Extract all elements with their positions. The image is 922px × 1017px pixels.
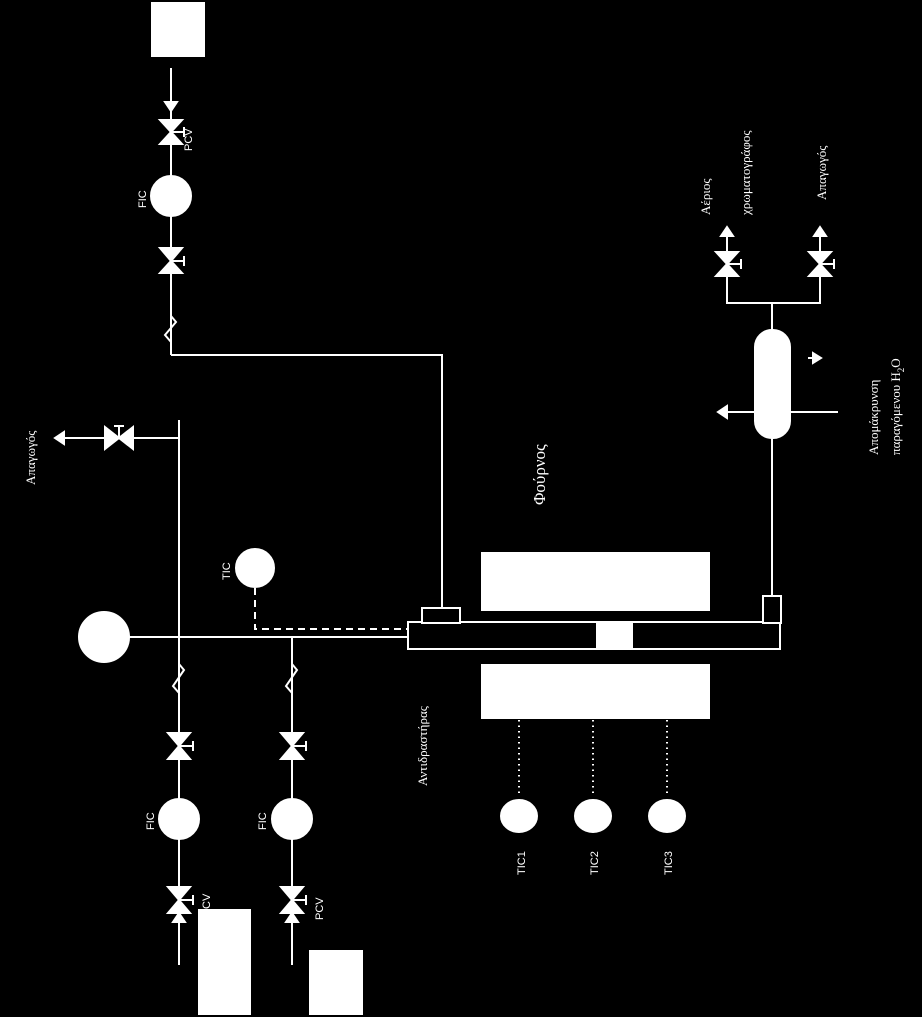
top-fic-indicator[interactable]	[150, 175, 192, 217]
tic2-indicator[interactable]	[574, 799, 612, 833]
fic-indicator-2[interactable]	[271, 798, 313, 840]
water-removal-label-2: παραγόμενου H2O	[888, 358, 906, 455]
top-fic-label: FIC	[137, 190, 149, 208]
reactor-outlet-nozzle	[762, 595, 782, 624]
gc-label-2: χρωματογράφος	[738, 130, 753, 216]
reactor-tube	[407, 621, 781, 650]
reactor-tic-indicator[interactable]	[235, 548, 275, 588]
check-valve-2-icon	[284, 663, 299, 694]
feed-cylinder-2	[309, 950, 363, 1015]
pcv-label-2: PCV	[314, 897, 326, 920]
reactor-inlet-nozzle	[421, 607, 461, 624]
top-pcv-valve-icon[interactable]	[157, 119, 185, 145]
feed-cylinder-1	[198, 909, 251, 1015]
top-shutoff-valve-icon[interactable]	[157, 247, 185, 274]
gc-label-1: Αέριος	[698, 178, 713, 215]
gc-valve-icon[interactable]	[713, 251, 742, 277]
top-pcv-label: PCV	[183, 128, 195, 151]
shutoff-valve-1-icon[interactable]	[165, 732, 194, 760]
catalyst-bed	[596, 623, 633, 649]
fic-indicator-1[interactable]	[158, 798, 200, 840]
tic2-label: TIC2	[589, 851, 601, 875]
tic3-label: TIC3	[663, 851, 675, 875]
cv-valve-icon[interactable]	[165, 886, 194, 914]
cv-label: CV	[201, 893, 213, 909]
pressure-indicator[interactable]	[78, 611, 130, 663]
right-vent-valve-icon[interactable]	[806, 251, 835, 277]
right-vent-label: Απαγωγός	[814, 145, 829, 200]
vent-branch-pipe	[58, 420, 180, 439]
separator-top-pipe	[726, 230, 773, 330]
furnace-block-top	[481, 552, 710, 611]
left-vent-label: Απαγωγός	[23, 430, 38, 485]
check-valve-1-icon	[171, 663, 186, 694]
top-check-valve-icon	[163, 315, 178, 343]
furnace-block-bottom	[481, 664, 710, 719]
top-gas-cylinder	[151, 2, 205, 57]
water-separator	[754, 329, 791, 439]
tic1-indicator[interactable]	[500, 799, 538, 833]
fic-label-1: FIC	[145, 812, 157, 830]
pcv-valve-2-icon[interactable]	[278, 886, 307, 914]
shutoff-valve-2-icon[interactable]	[278, 732, 307, 760]
tic3-indicator[interactable]	[648, 799, 686, 833]
water-removal-label-1: Απομάκρυνση	[866, 379, 881, 455]
reactor-label: Αντιδραστήρας	[415, 705, 430, 786]
reactor-tic-label: TIC	[221, 562, 233, 580]
top-feed-pipe	[171, 354, 443, 608]
furnace-label: Φούρνος	[530, 444, 549, 505]
tic1-label: TIC1	[516, 851, 528, 875]
vent-valve-icon[interactable]	[104, 424, 134, 452]
fic-label-2: FIC	[257, 812, 269, 830]
